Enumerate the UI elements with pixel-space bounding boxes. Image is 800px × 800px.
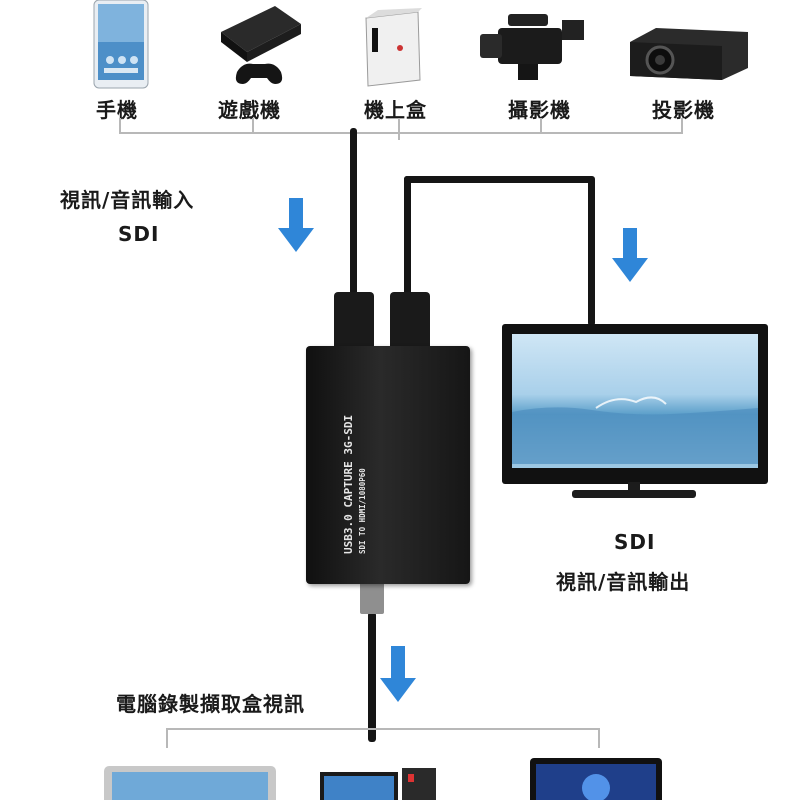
- input-label-line2: SDI: [118, 222, 160, 246]
- bracket-tick: [540, 118, 542, 132]
- down-arrow-monitor: [612, 228, 648, 284]
- output-label-line2: 視訊/音訊輸出: [556, 570, 691, 594]
- sdi-in-connector: [334, 292, 374, 352]
- device-label-game-console: 遊戲機: [218, 98, 281, 122]
- bottom-label: 電腦錄製擷取盒視訊: [116, 692, 305, 716]
- device-label: USB3.0 CAPTURE 3G-SDI SDI TO HDMI/1080P6…: [342, 354, 367, 554]
- down-arrow-output: [380, 646, 416, 704]
- device-label-video-camera: 攝影機: [508, 98, 571, 122]
- video-camera-icon: [478, 10, 590, 82]
- input-cable: [350, 128, 357, 298]
- laptop-icon: [100, 764, 280, 800]
- down-arrow-input: [278, 198, 314, 254]
- output-label-line1: SDI: [614, 530, 656, 554]
- top-bracket: [119, 118, 683, 134]
- device-label-phone: 手機: [96, 98, 138, 122]
- projector-icon: [626, 26, 752, 82]
- set-top-box-icon: [360, 8, 426, 88]
- desktop-pc-icon: [318, 766, 438, 800]
- phone-icon: [92, 0, 150, 90]
- device-label-set-top-box: 機上盒: [364, 98, 427, 122]
- output-cable-horizontal: [404, 176, 594, 183]
- monitor-stand: [628, 482, 640, 492]
- monitor: [502, 324, 768, 484]
- bottom-bracket: [166, 728, 600, 748]
- device-label-line2: SDI TO HDMI/1080P60: [358, 468, 367, 554]
- sdi-out-connector: [390, 292, 430, 352]
- capture-device: USB3.0 CAPTURE 3G-SDI SDI TO HDMI/1080P6…: [306, 346, 470, 584]
- device-label-line1: USB3.0 CAPTURE 3G-SDI: [342, 414, 355, 554]
- tablet-icon: [530, 758, 662, 800]
- input-label-line1: 視訊/音訊輸入: [60, 188, 195, 212]
- output-cable-vertical: [404, 176, 411, 298]
- monitor-cable-vertical: [588, 176, 595, 326]
- device-label-projector: 投影機: [652, 98, 715, 122]
- bracket-tick: [398, 118, 400, 140]
- usb-connector: [360, 580, 384, 614]
- bracket-tick: [252, 118, 254, 132]
- monitor-screen: [512, 334, 758, 468]
- game-console-icon: [215, 2, 305, 92]
- usb-cable: [368, 612, 376, 742]
- monitor-base: [572, 490, 696, 498]
